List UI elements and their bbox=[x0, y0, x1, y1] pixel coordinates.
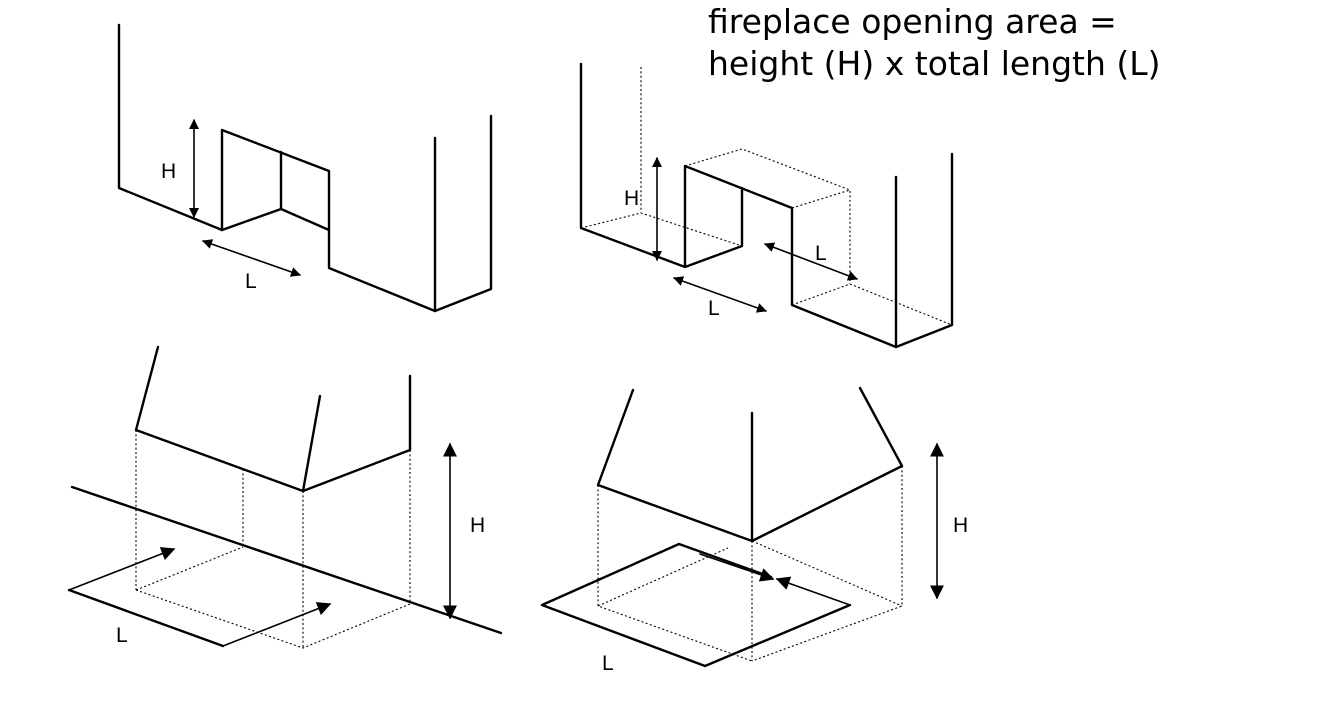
length-label: L bbox=[245, 270, 257, 293]
length-label: L bbox=[602, 652, 614, 675]
diagram-two-face: H L L bbox=[579, 62, 954, 349]
hearth-outline bbox=[540, 542, 852, 668]
length-arrow-a bbox=[699, 553, 775, 582]
height-label: H bbox=[953, 514, 968, 537]
wall-line bbox=[70, 485, 503, 635]
firebox-inner bbox=[220, 150, 331, 232]
length-label-front: L bbox=[708, 297, 720, 320]
height-label: H bbox=[161, 160, 176, 183]
length-arrow-side bbox=[764, 242, 858, 281]
hearth-outline bbox=[67, 588, 225, 648]
length-arrow-b bbox=[775, 576, 851, 606]
length-arrow-right bbox=[222, 602, 332, 647]
height-label: H bbox=[624, 187, 639, 210]
formula-line-1: fireplace opening area = bbox=[708, 2, 1117, 41]
diagram-double-sided: H L bbox=[67, 345, 503, 649]
hood-outline bbox=[134, 345, 412, 493]
formula-line-2: height (H) x total length (L) bbox=[708, 44, 1161, 83]
length-arrow bbox=[202, 239, 301, 277]
length-arrow-front bbox=[673, 276, 767, 313]
diagram-open-hearth: H L bbox=[540, 386, 968, 675]
hidden-edges bbox=[597, 466, 903, 662]
length-arrow-left bbox=[68, 547, 176, 591]
height-label: H bbox=[470, 514, 485, 537]
hidden-edges bbox=[135, 430, 411, 649]
diagram-single-face: H L bbox=[117, 23, 493, 313]
hidden-edges bbox=[580, 67, 953, 326]
length-label-side: L bbox=[815, 242, 827, 265]
length-label: L bbox=[116, 624, 128, 647]
hood-outline bbox=[596, 386, 904, 543]
wall-outline bbox=[117, 23, 493, 313]
